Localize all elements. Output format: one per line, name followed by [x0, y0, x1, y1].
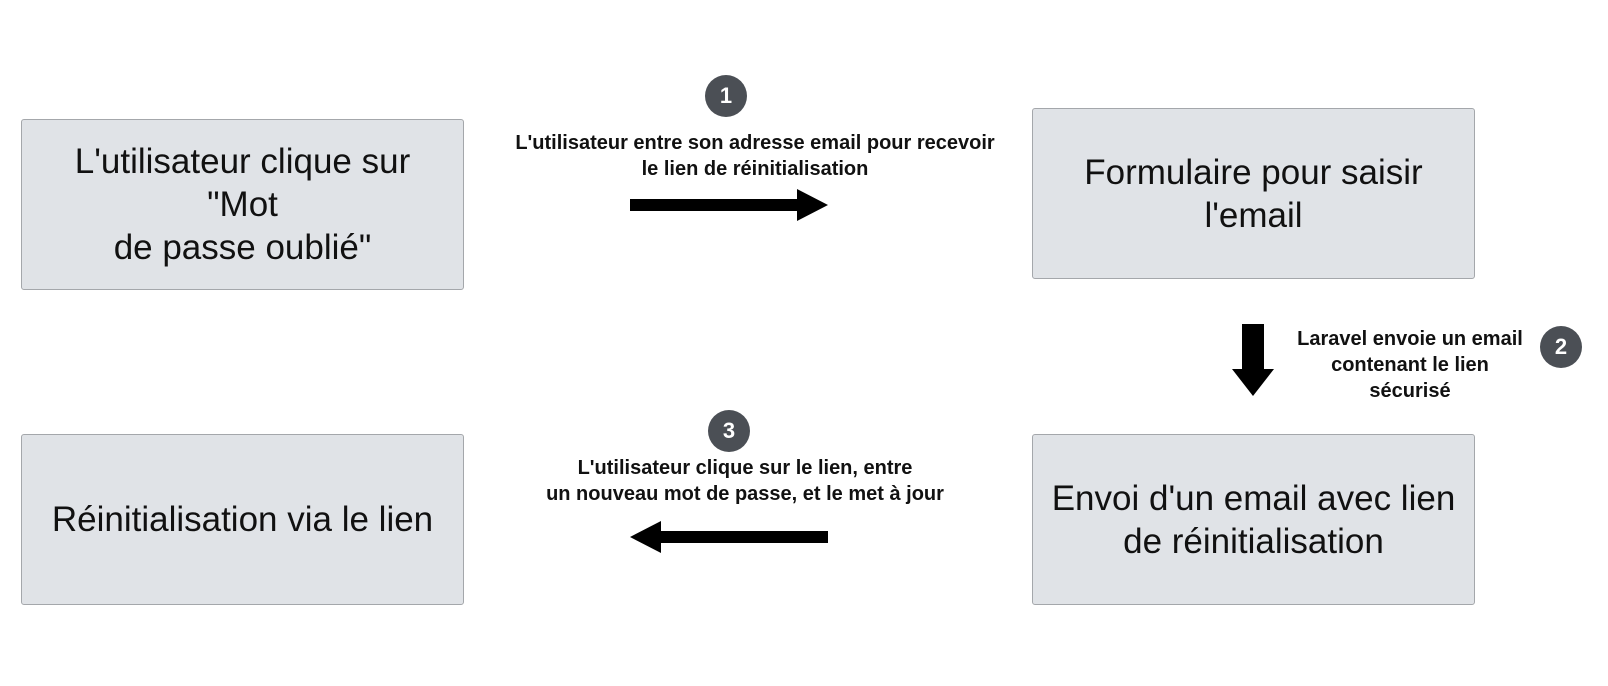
step-3-badge: 3: [708, 410, 750, 452]
right-arrow-icon: [630, 189, 828, 221]
node-send-reset-email: Envoi d'un email avec lien de réinitiali…: [1032, 434, 1475, 605]
step-1-label: L'utilisateur entre son adresse email po…: [515, 132, 995, 180]
node-forgot-password-click: L'utilisateur clique sur "Mot de passe o…: [21, 119, 464, 290]
step-3-label: L'utilisateur clique sur le lien, entre …: [546, 457, 944, 505]
node-email-form: Formulaire pour saisir l'email: [1032, 108, 1475, 279]
node-reset-via-link: Réinitialisation via le lien: [21, 434, 464, 605]
step-2-label: Laravel envoie un email contenant le lie…: [1297, 328, 1523, 402]
left-arrow-icon: [630, 521, 828, 553]
step-1-badge: 1: [705, 75, 747, 117]
step-2-badge: 2: [1540, 326, 1582, 368]
down-arrow-icon: [1232, 324, 1274, 396]
